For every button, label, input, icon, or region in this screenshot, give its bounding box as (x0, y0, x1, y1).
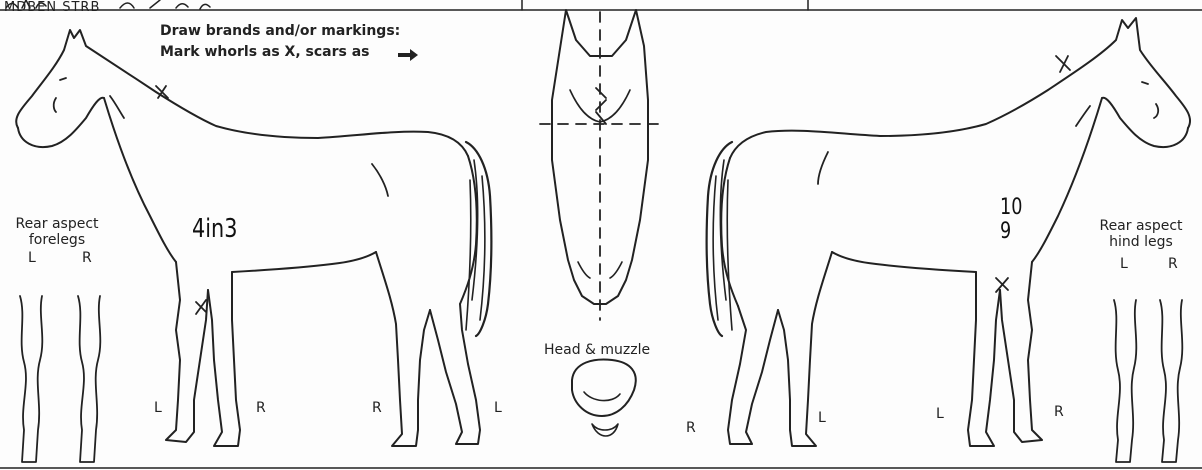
right-horse-front-right-label: R (1054, 404, 1064, 420)
head-muzzle-label: Head & muzzle (544, 342, 650, 358)
hindlegs-right-label: R (1168, 256, 1178, 272)
hindlegs-title-line-2: hind legs (1086, 234, 1196, 250)
right-flank-note: 10 9 (1000, 196, 1022, 244)
instruction-line-1: Draw brands and/or markings: (160, 21, 400, 42)
forelegs-title-line-2: forelegs (2, 232, 112, 248)
forelegs-right-label: R (82, 250, 92, 266)
left-horse-front-left-label: L (154, 400, 162, 416)
instruction-line-2: Mark whorls as X, scars as (160, 42, 370, 63)
right-horse-hind-left-label: L (818, 410, 826, 426)
forelegs-title-line-1: Rear aspect (2, 216, 112, 232)
hindlegs-left-label: L (1120, 256, 1128, 272)
hindlegs-rear-sketch (1114, 300, 1182, 462)
right-horse-hind-right-label: R (686, 420, 696, 436)
hindlegs-title-line-1: Rear aspect (1086, 218, 1196, 234)
hindlegs-title: Rear aspect hind legs (1086, 218, 1196, 250)
header-frame (0, 0, 1202, 10)
left-horse-hind-right-label: R (372, 400, 382, 416)
forelegs-title: Rear aspect forelegs (2, 216, 112, 248)
right-horse-front-left-label: L (936, 406, 944, 422)
left-horse-front-right-label: R (256, 400, 266, 416)
forelegs-rear-sketch (20, 296, 100, 462)
left-horse-hind-left-label: L (494, 400, 502, 416)
forelegs-left-label: L (28, 250, 36, 266)
head-front-outline (540, 10, 662, 436)
right-flank-note-line-2: 9 (1000, 220, 1022, 244)
left-shoulder-note: 4in3 (192, 214, 237, 244)
scar-arrow-icon (398, 49, 418, 61)
header-handwriting: MDBEN STRB (4, 0, 100, 15)
right-flank-note-line-1: 10 (1000, 196, 1022, 220)
